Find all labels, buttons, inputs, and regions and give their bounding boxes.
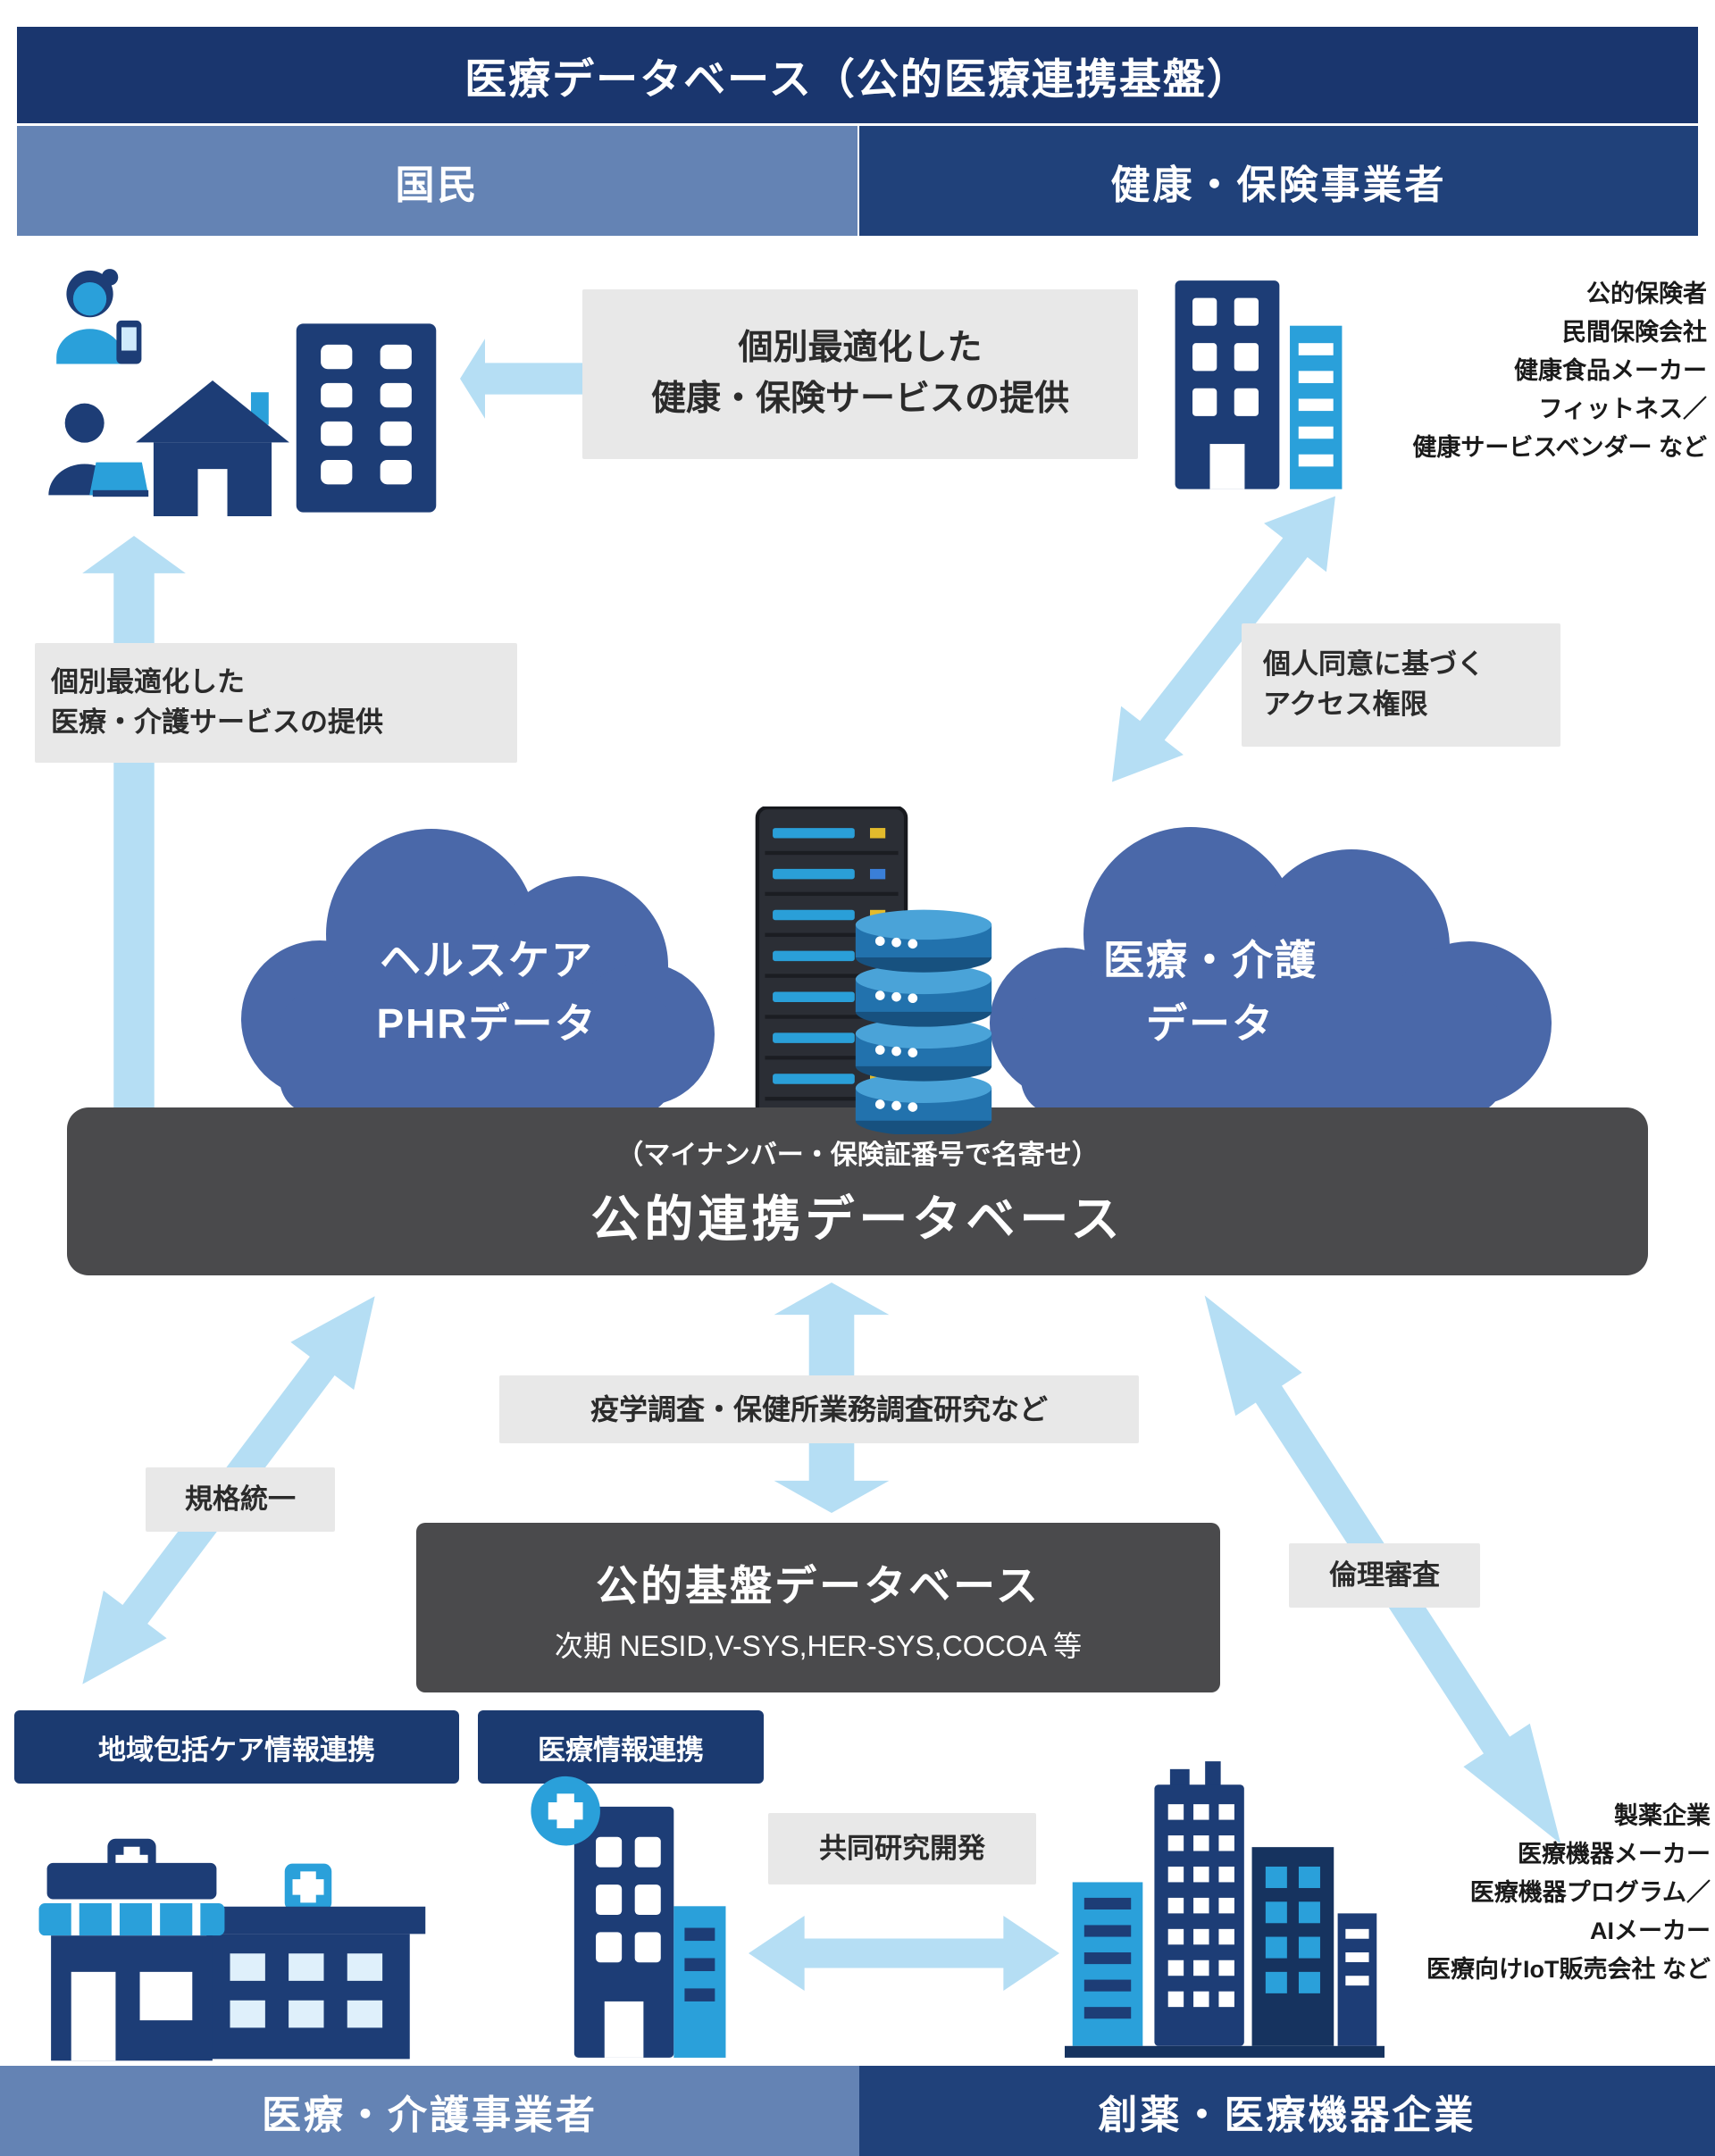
insurer-list-item: 健康サービスベンダー など — [1412, 434, 1707, 461]
footer-pharma: 創薬・医療機器企業 — [859, 2066, 1715, 2156]
arrow-joint-research — [749, 1916, 1059, 1991]
pharma-buildings-icon — [1065, 1761, 1385, 2058]
arrow-consent-access — [1112, 496, 1335, 782]
arrow-up-to-citizens — [82, 536, 186, 1112]
public-database-box: 公的基盤データベース 次期 NESID,V-SYS,HER-SYS,COCOA … — [416, 1523, 1220, 1692]
insurer-buildings-icon — [1175, 280, 1343, 489]
pharma-list-item: 医療機器プログラム／ — [1469, 1879, 1711, 1906]
care-facility-icon — [190, 1863, 426, 2060]
linked-database-note: （マイナンバー・保険証番号で名寄せ） — [616, 1141, 1099, 1170]
tag-regional-care: 地域包括ケア情報連携 — [14, 1710, 459, 1784]
pharma-list: 製薬企業 医療機器メーカー 医療機器プログラム／ AIメーカー 医療向けIoT販… — [1380, 1797, 1715, 1989]
insurer-list-item: 民間保険会社 — [1562, 319, 1707, 346]
house-icon — [136, 380, 289, 516]
linked-database-bar: （マイナンバー・保険証番号で名寄せ） 公的連携データベース — [67, 1107, 1648, 1275]
box-epidemiology: 疫学調査・保健所業務調査研究など — [499, 1375, 1139, 1443]
box-consent: 個人同意に基づく アクセス権限 — [1242, 623, 1560, 747]
box-health-service: 個別最適化した 健康・保険サービスの提供 — [582, 289, 1138, 459]
insurer-list-item: 健康食品メーカー — [1514, 357, 1707, 384]
header-citizens-label: 国民 — [395, 163, 480, 207]
cloud-medical-label: 医療・介護 データ — [1103, 937, 1318, 1048]
linked-database-title: 公的連携データベース — [590, 1191, 1125, 1247]
woman-phone-icon — [56, 269, 142, 364]
cloud-medical — [990, 827, 1552, 1115]
header-insurers-label: 健康・保険事業者 — [1110, 163, 1447, 207]
header-insurers: 健康・保険事業者 — [859, 126, 1698, 236]
main-header: 医療データベース（公的医療連携基盤） — [17, 27, 1698, 123]
footer-care-providers-label: 医療・介護事業者 — [262, 2093, 598, 2137]
database-cylinder-icon — [855, 909, 992, 1134]
man-laptop-icon — [48, 403, 149, 497]
pharma-list-item: 医療機器メーカー — [1518, 1841, 1711, 1868]
box-standardization: 規格統一 — [146, 1467, 335, 1532]
pharma-list-item: AIメーカー — [1590, 1918, 1711, 1944]
arrow-left-to-citizens — [460, 338, 585, 419]
tag-medical-info: 医療情報連携 — [478, 1710, 764, 1784]
public-database-subtitle: 次期 NESID,V-SYS,HER-SYS,COCOA 等 — [554, 1629, 1083, 1662]
header-citizens: 国民 — [17, 126, 858, 236]
insurer-list-item: フィットネス／ — [1538, 396, 1707, 422]
insurer-list: 公的保険者 民間保険会社 健康食品メーカー フィットネス／ 健康サービスベンダー… — [1380, 275, 1712, 467]
box-ethics-review: 倫理審査 — [1289, 1543, 1480, 1608]
cloud-phr — [241, 829, 715, 1115]
footer-care-providers: 医療・介護事業者 — [0, 2066, 859, 2156]
pharma-list-item: 製薬企業 — [1614, 1802, 1711, 1829]
pharma-list-item: 医療向けIoT販売会社 など — [1426, 1956, 1711, 1983]
insurer-list-item: 公的保険者 — [1586, 280, 1707, 307]
hospital-icon — [531, 1776, 726, 2058]
box-care-service: 個別最適化した 医療・介護サービスの提供 — [35, 643, 517, 763]
main-header-title: 医療データベース（公的医療連携基盤） — [464, 54, 1251, 103]
clinic-storefront-icon — [38, 1838, 225, 2061]
box-joint-research: 共同研究開発 — [768, 1813, 1036, 1884]
office-building-icon — [296, 323, 437, 513]
cloud-phr-label: ヘルスケア PHRデータ — [376, 937, 598, 1048]
public-database-title: 公的基盤データベース — [596, 1561, 1041, 1609]
footer-pharma-label: 創薬・医療機器企業 — [1098, 2093, 1477, 2137]
